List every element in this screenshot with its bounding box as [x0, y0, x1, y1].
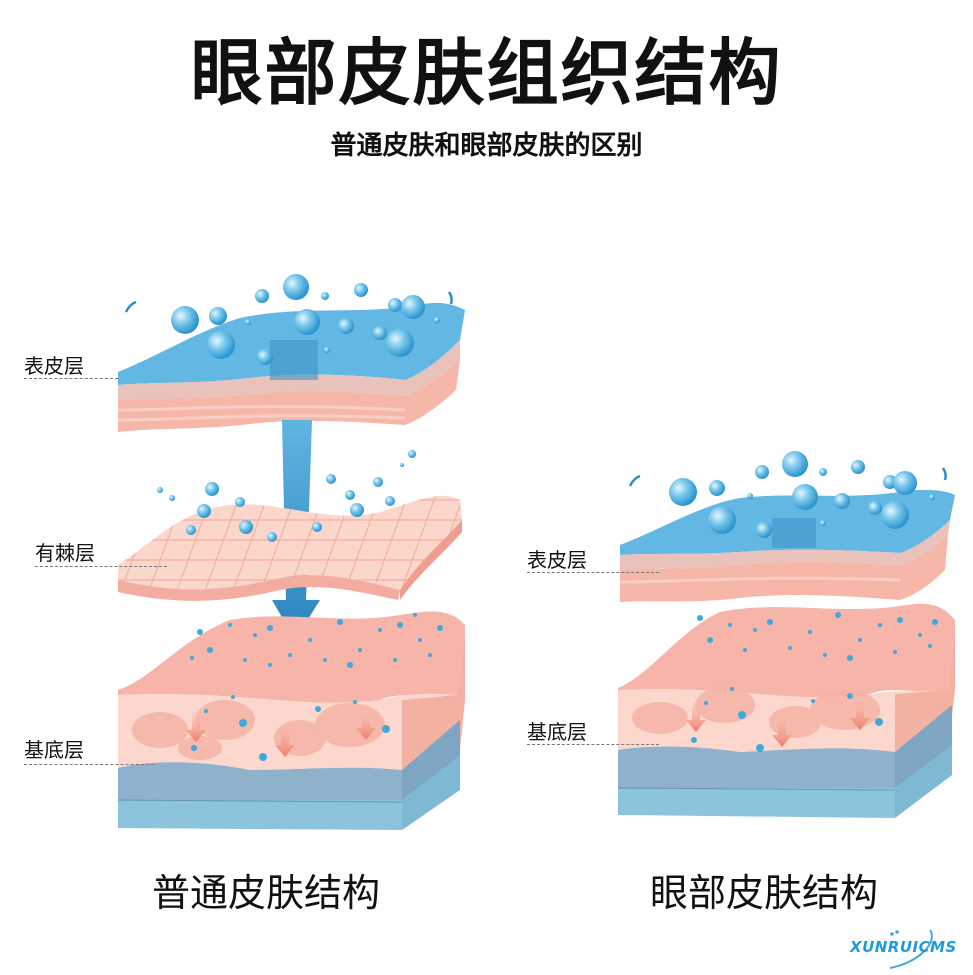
- left-leader-epidermis: [24, 378, 118, 379]
- left-caption: 普通皮肤结构: [152, 871, 381, 915]
- right-skin-diagram: [617, 451, 955, 818]
- watermark-swoosh-icon: [889, 929, 933, 969]
- page-subtitle: 普通皮肤和眼部皮肤的区别: [330, 131, 643, 161]
- right-label-epidermis: 表皮层: [527, 548, 587, 572]
- right-caption: 眼部皮肤结构: [650, 871, 879, 915]
- right-label-basal: 基底层: [527, 720, 587, 744]
- left-skin-diagram: [117, 274, 465, 830]
- left-leader-spinous: [35, 566, 167, 567]
- watermark-logo: XUNRUICMS: [850, 938, 957, 956]
- left-label-epidermis: 表皮层: [24, 354, 84, 378]
- left-leader-basal: [24, 764, 154, 765]
- left-label-spinous: 有棘层: [35, 541, 95, 565]
- left-label-basal: 基底层: [24, 738, 84, 762]
- right-leader-basal: [527, 744, 659, 745]
- page-title: 眼部皮肤组织结构: [190, 31, 783, 115]
- right-leader-epidermis: [527, 572, 659, 573]
